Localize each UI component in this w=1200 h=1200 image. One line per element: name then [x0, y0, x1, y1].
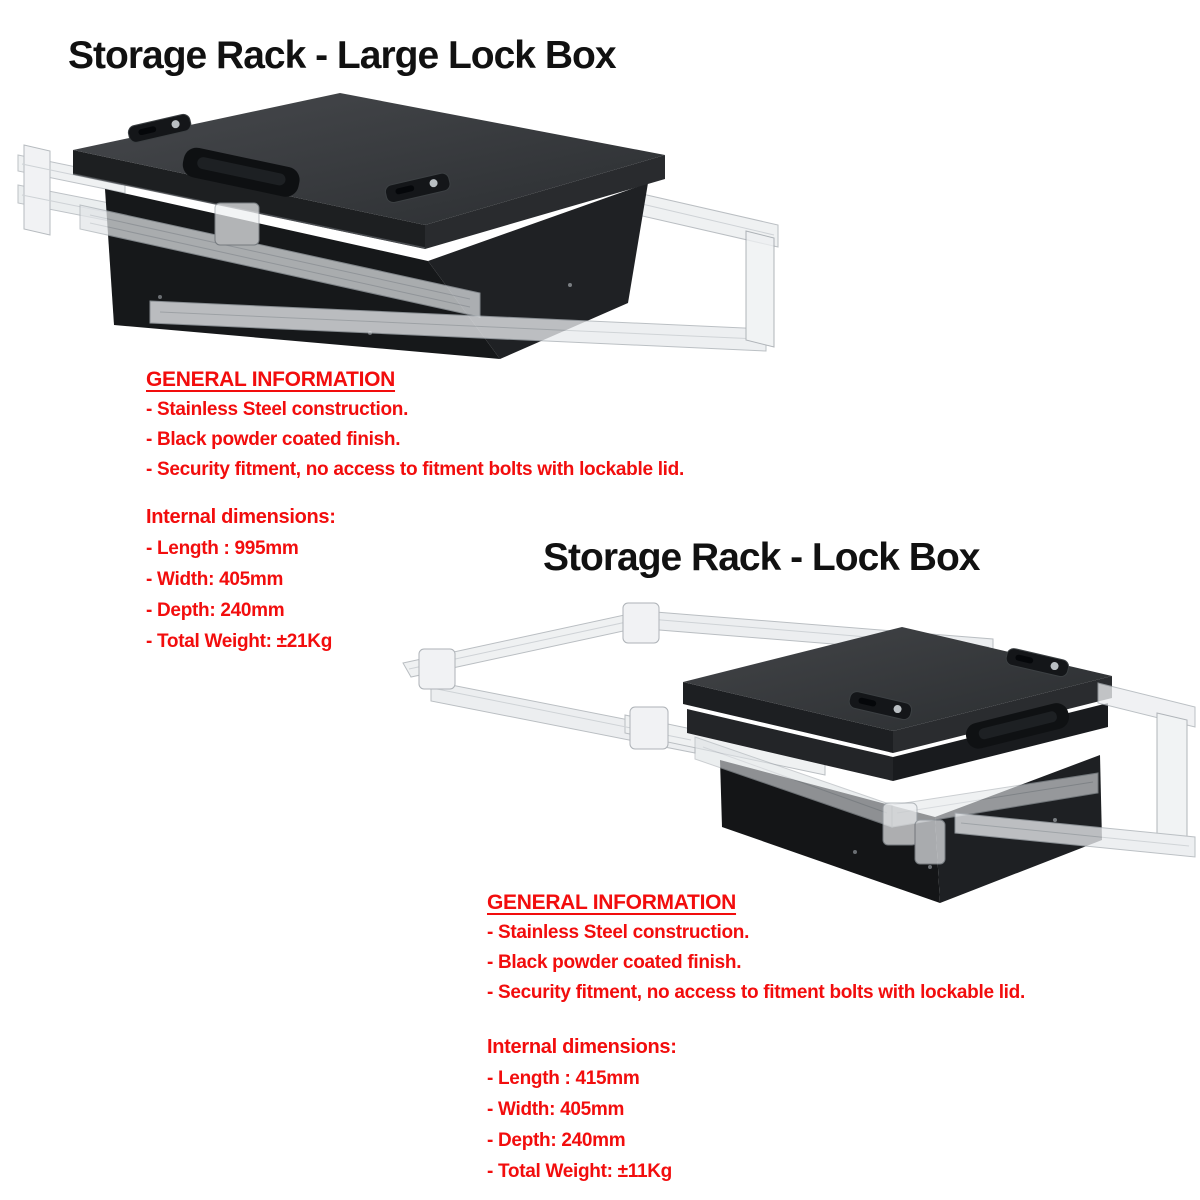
- slide-rail-left: [17, 144, 131, 236]
- slide-frame: [402, 602, 994, 776]
- lock-plate: [384, 172, 451, 204]
- info-line: - Security fitment, no access to fitment…: [487, 982, 1025, 1003]
- info-line: - Stainless Steel construction.: [146, 399, 409, 420]
- lock-plate: [127, 113, 192, 143]
- internal-dimensions-heading: Internal dimensions:: [146, 506, 336, 528]
- slide-rail-right: [954, 682, 1196, 858]
- dimension-line: - Total Weight: ±21Kg: [146, 631, 333, 652]
- dimension-line: - Depth: 240mm: [146, 600, 285, 621]
- page-title-lock-box: Storage Rack - Lock Box: [543, 536, 980, 579]
- info-line: - Stainless Steel construction.: [487, 922, 750, 943]
- dimension-line: - Width: 405mm: [146, 569, 284, 590]
- page-title-large-lock-box: Storage Rack - Large Lock Box: [68, 34, 617, 77]
- dimension-line: - Depth: 240mm: [487, 1130, 626, 1151]
- general-information-block: GENERAL INFORMATION - Stainless Steel co…: [146, 365, 684, 485]
- slide-rail-front: [79, 202, 481, 318]
- product-image-lock-box: [402, 602, 1196, 903]
- lock-plate: [1005, 648, 1070, 678]
- lock-plate: [848, 691, 913, 721]
- product-image-large-lock-box: [17, 93, 779, 359]
- dimension-line: - Total Weight: ±11Kg: [487, 1161, 672, 1182]
- slide-rail-bracket: [882, 802, 946, 865]
- info-line: - Black powder coated finish.: [487, 952, 742, 973]
- internal-dimensions-block: Internal dimensions: - Length : 415mm - …: [487, 1032, 677, 1187]
- info-line: - Security fitment, no access to fitment…: [146, 459, 684, 480]
- internal-dimensions-heading: Internal dimensions:: [487, 1036, 677, 1058]
- general-information-heading: GENERAL INFORMATION: [146, 368, 396, 391]
- internal-dimensions-block: Internal dimensions: - Length : 995mm - …: [146, 502, 336, 657]
- general-information-block: GENERAL INFORMATION - Stainless Steel co…: [487, 888, 1025, 1008]
- dimension-line: - Width: 405mm: [487, 1099, 625, 1120]
- lid-handle: [182, 147, 300, 197]
- slide-rail-lower: [149, 230, 775, 352]
- lock-box-lid: [683, 627, 1112, 753]
- general-information-heading: GENERAL INFORMATION: [487, 891, 737, 914]
- info-line: - Black powder coated finish.: [146, 429, 401, 450]
- lid-handle: [965, 703, 1070, 749]
- dimension-line: - Length : 415mm: [487, 1068, 640, 1089]
- dimension-line: - Length : 995mm: [146, 538, 299, 559]
